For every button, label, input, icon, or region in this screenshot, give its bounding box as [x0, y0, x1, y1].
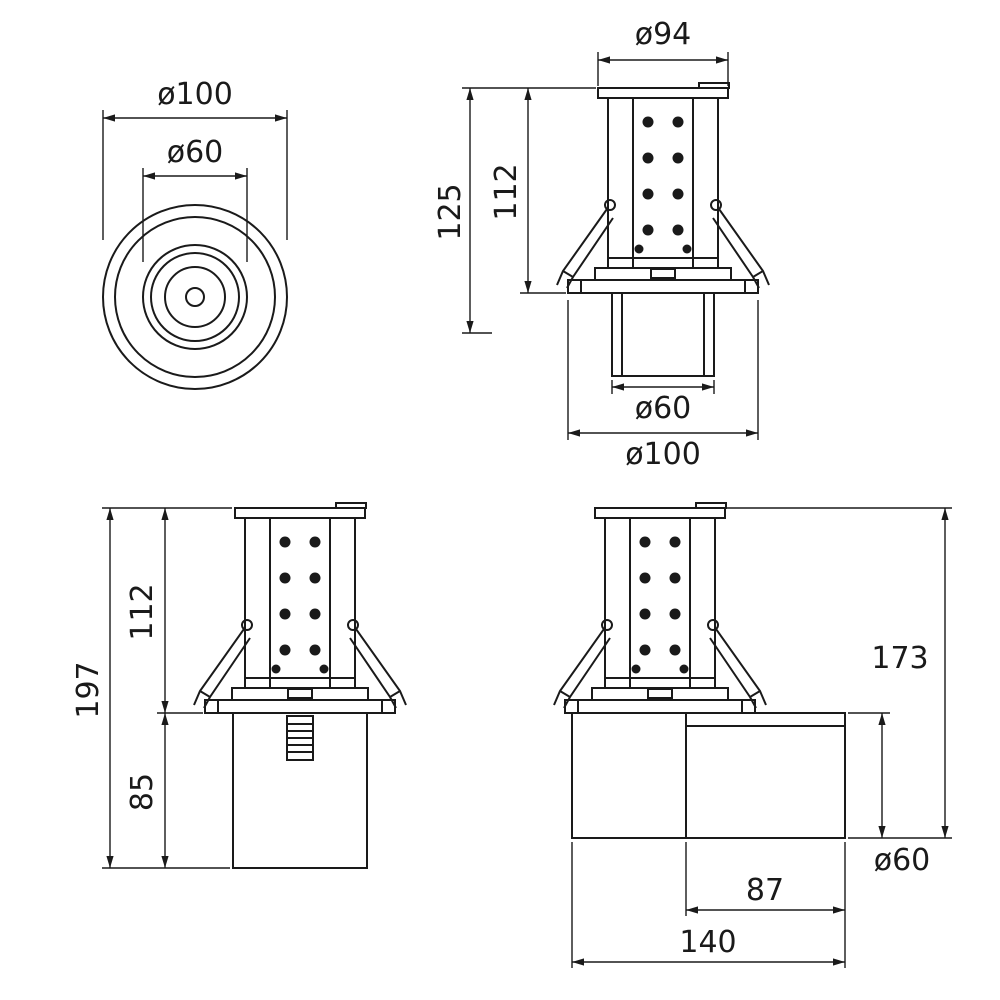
dim-label-box-width: 87 [746, 873, 784, 908]
dim-driver-total-height [102, 507, 232, 869]
dim-label-box-diameter: ø60 [874, 843, 931, 878]
view-front: ø100 ø60 [102, 77, 288, 390]
dim-total-width [571, 842, 845, 968]
dim-driver-recessed-height [157, 508, 203, 714]
dim-label-section-trim: ø100 [625, 437, 701, 472]
view-side-driver: 197 112 85 [71, 503, 406, 869]
view-section: ø94 125 112 ø60 ø100 [433, 17, 769, 472]
dim-label-section-top: ø94 [635, 17, 692, 52]
dim-label-section-total-height: 125 [433, 183, 468, 240]
dim-box-height [727, 507, 952, 839]
dim-section-top [597, 52, 729, 86]
dim-section-total-height [462, 87, 596, 334]
view-side-junction-box: 173 ø60 87 140 [554, 503, 952, 968]
concentric-circles [102, 204, 288, 390]
fixture-side-driver [194, 503, 406, 713]
dim-label-box-height: 173 [871, 641, 928, 676]
fixture-section [557, 83, 769, 293]
recessed-sleeve [611, 292, 715, 377]
dim-box-width [685, 842, 846, 968]
dim-section-cutout [611, 380, 715, 394]
dim-front-inner [142, 168, 248, 262]
dim-label-section-cutout: ø60 [635, 391, 692, 426]
dim-label-section-recessed-height: 112 [489, 163, 524, 220]
fixture-side-box [554, 503, 766, 713]
junction-box [685, 712, 846, 839]
dim-front-outer [102, 110, 288, 240]
dim-label-driver-total-height: 197 [71, 661, 106, 718]
dim-label-front-inner: ø60 [167, 135, 224, 170]
dim-section-recessed-height [520, 88, 566, 294]
dim-label-front-outer: ø100 [157, 77, 233, 112]
lower-cylinder [571, 712, 687, 839]
dim-box-diameter [848, 712, 890, 838]
dim-label-driver-below-height: 85 [125, 773, 160, 811]
driver-housing [232, 712, 368, 869]
dim-section-trim [567, 300, 759, 440]
dim-label-driver-recessed-height: 112 [125, 583, 160, 640]
dim-label-total-width: 140 [679, 925, 736, 960]
